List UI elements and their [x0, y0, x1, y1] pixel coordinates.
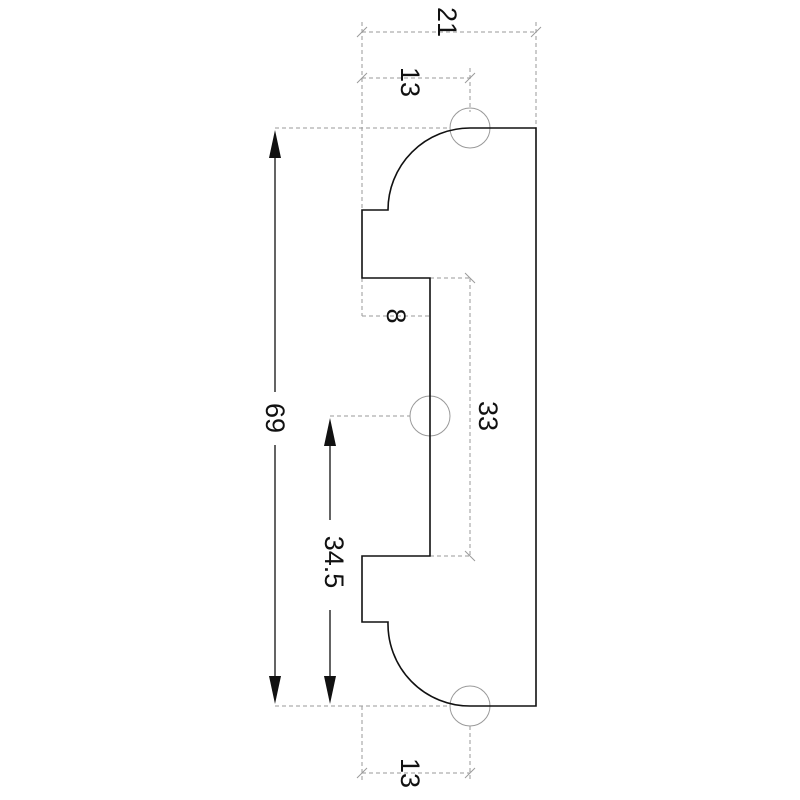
- dim-arrow-down: [324, 676, 336, 704]
- dim-label-lower-half: 34.5: [319, 536, 349, 589]
- dim-label-top-width: 21: [432, 7, 462, 37]
- dim-arrow-down: [269, 676, 281, 704]
- dim-lower-half: 34.5: [319, 418, 349, 704]
- dim-top-offset: 13: [356, 67, 476, 97]
- dim-arrow-up: [324, 418, 336, 446]
- dim-bottom-offset: 13: [356, 758, 476, 788]
- dim-step-depth: 8: [381, 308, 411, 323]
- dim-label-bottom-offset: 13: [395, 758, 425, 788]
- dim-label-total-height: 69: [260, 403, 290, 433]
- dim-arrow-up: [269, 130, 281, 158]
- dim-total-height: 69: [260, 130, 290, 704]
- dim-top-width: 21: [356, 7, 542, 38]
- molding-profile-outline: [361, 127, 537, 707]
- extension-lines: [275, 22, 537, 780]
- dim-label-top-offset: 13: [395, 67, 425, 97]
- dim-label-center-span: 33: [473, 401, 503, 431]
- dim-center-span: 33: [464, 272, 503, 562]
- dim-label-step-depth: 8: [381, 308, 411, 323]
